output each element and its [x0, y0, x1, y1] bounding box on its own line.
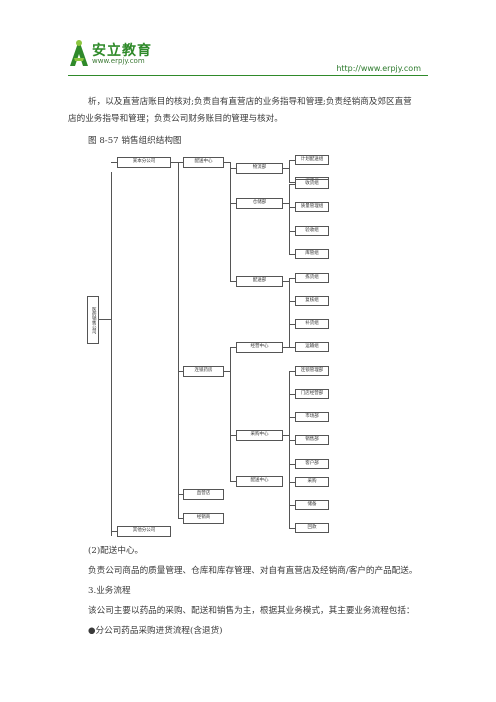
site-url-link[interactable]: http://www.erpjy.com [336, 64, 421, 73]
connector-chain-trunk [230, 347, 231, 481]
section-text: 负责公司商品的质量管理、仓库和库存管理、对自有直营店及经销商/客户的产品配送。 [88, 566, 418, 576]
flow-text: 该公司主要以药品的采购、配送和销售为主，根据其业务模式，其主要业务流程包括： [88, 606, 415, 616]
logo: 安立教育 www.erpjy.com [68, 38, 178, 70]
org-node-other-branch: 其他分公司 [117, 526, 171, 537]
logo-title: 安立教育 [92, 43, 152, 59]
connector-purchase-trunk [289, 435, 290, 528]
org-leaf: 补货组 [295, 319, 329, 329]
org-leaf: 销售部 [295, 435, 329, 445]
org-leaf: 客户部 [295, 459, 329, 469]
figure-caption: 图 8-57 销售组织结构图 [88, 136, 182, 146]
connector-l1-b [111, 531, 117, 532]
org-leaf-purchase: 回款 [295, 523, 329, 533]
org-node-branch: 某本分公司 [117, 157, 171, 168]
connector-l1-a [111, 162, 117, 163]
org-leaf: 市场部 [295, 412, 329, 422]
intro-line-1: 析，以及直营店账目的核对;负责自有直营店的业务指导和管理;负责经销商及郊区直营 [88, 97, 412, 107]
logo-mark-icon [70, 40, 88, 66]
org-leaf: 连锁管理部 [295, 366, 329, 376]
org-leaf: 质量管理组 [295, 202, 329, 212]
org-node-chain-distribution-center: 配送中心 [236, 476, 283, 487]
org-node-storage: 仓储部 [236, 198, 283, 209]
org-leaf: 拣货组 [295, 273, 329, 283]
org-node-delivery: 配送部 [236, 276, 283, 287]
org-leaf: 库管组 [295, 249, 329, 259]
org-node-operation-center: 经营中心 [236, 342, 283, 353]
org-leaf: 计划配送组 [295, 155, 329, 165]
connector-l2-trunk [178, 162, 179, 518]
org-leaf: 运输组 [295, 342, 329, 352]
org-node-distributor: 经销商 [183, 513, 224, 524]
org-node-chain-pharmacy: 连锁药房 [183, 366, 224, 377]
org-node-distribution-center: 配送中心 [183, 157, 224, 168]
connector-root-trunk [111, 172, 112, 536]
org-leaf: 复核组 [295, 296, 329, 306]
org-leaf: 收货组 [295, 179, 329, 189]
flow-heading: 3.业务流程 [88, 586, 131, 596]
connector-dist-trunk [230, 162, 231, 281]
section-heading: (2)配送中心。 [88, 546, 144, 556]
org-leaf: 验收组 [295, 226, 329, 236]
header-divider [68, 75, 428, 76]
org-node-purchase-center: 采购中心 [236, 430, 283, 441]
org-leaf: 门店经营部 [295, 389, 329, 399]
org-node-direct-store: 直营店 [183, 489, 224, 500]
flow-item: ●分公司药品采购进货流程(含退货) [88, 626, 223, 636]
connector-l2-in [171, 162, 178, 163]
intro-line-2: 店的业务指导和管理；负责公司财务账目的管理与核对。 [68, 114, 283, 124]
org-leaf-purchase: 采购 [295, 477, 329, 487]
logo-url: www.erpjy.com [92, 57, 145, 65]
org-node-root: 医药销售公司 [87, 296, 99, 344]
org-leaf-purchase: 储备 [295, 500, 329, 510]
org-node-logistics: 物流部 [236, 163, 283, 174]
connector-root [99, 319, 111, 320]
